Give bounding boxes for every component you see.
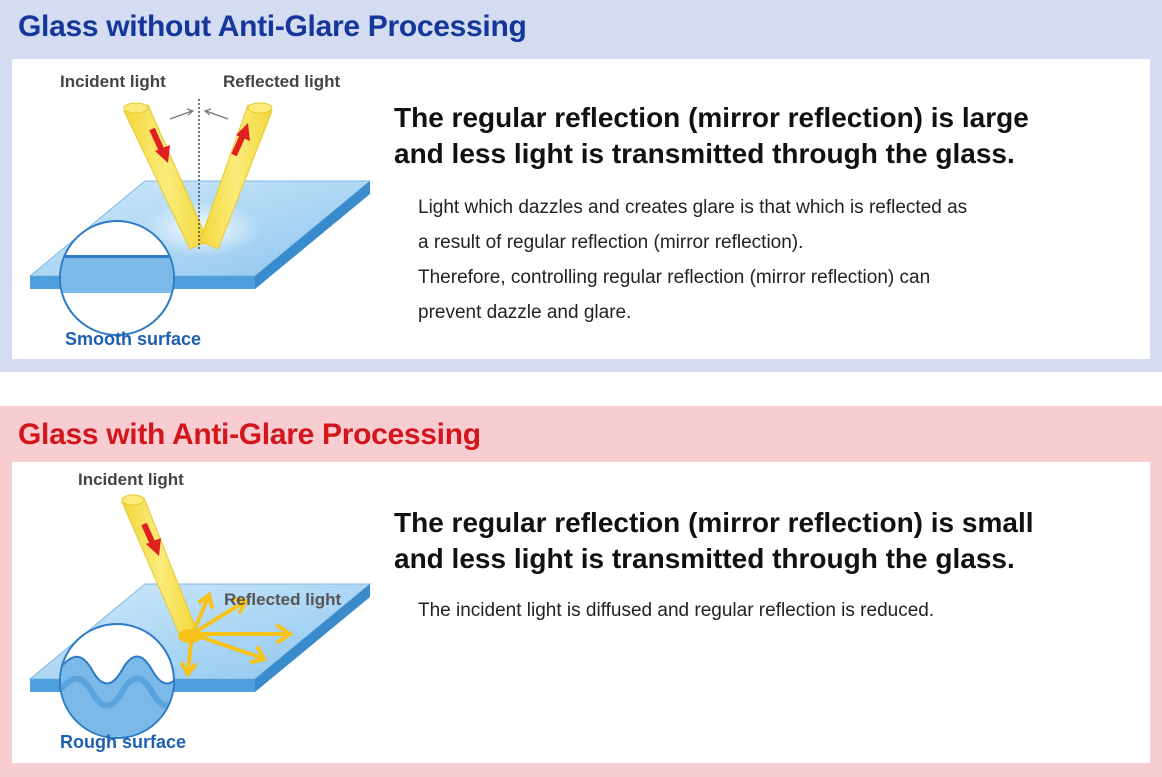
description-line: a result of regular reflection (mirror r… [418, 232, 804, 253]
section-with-anti-glare: Glass with Anti-Glare Processing [0, 406, 1162, 777]
content-panel: Incident light Reflected light Smooth su… [12, 59, 1150, 359]
down-arrow-icon [141, 522, 161, 556]
magnifier-icon [59, 623, 175, 739]
incident-light-label: Incident light [60, 72, 166, 91]
smooth-glass-diagram: Incident light Reflected light Smooth su… [28, 72, 372, 349]
description: The incident light is diffused and regul… [418, 593, 934, 628]
heading-line: and less light is transmitted through th… [394, 138, 1015, 169]
down-arrow-icon [149, 127, 170, 163]
heading-line: The regular reflection (mirror reflectio… [394, 102, 1029, 133]
surface-label: Smooth surface [65, 329, 201, 349]
reflected-light-label: Reflected light [223, 72, 340, 91]
rough-glass-diagram: Incident light Reflected light Rough sur… [28, 470, 372, 752]
description-line: Therefore, controlling regular reflectio… [418, 267, 931, 288]
surface-label: Rough surface [60, 732, 186, 752]
description-line: The incident light is diffused and regul… [418, 600, 935, 621]
main-heading: The regular reflection (mirror reflectio… [394, 505, 1034, 577]
section-title: Glass without Anti-Glare Processing [18, 10, 527, 43]
magnifier-icon [59, 220, 175, 336]
up-arrow-icon [231, 123, 250, 157]
reflected-light-label: Reflected light [224, 590, 341, 609]
description-line: Light which dazzles and creates glare is… [418, 197, 968, 218]
heading-line: and less light is transmitted through th… [394, 543, 1015, 574]
description: Light which dazzles and creates glare is… [418, 190, 967, 330]
main-heading: The regular reflection (mirror reflectio… [394, 100, 1029, 172]
diffuse-arrows-icon [180, 591, 294, 678]
heading-line: The regular reflection (mirror reflectio… [394, 507, 1034, 538]
content-panel: Incident light Reflected light Rough sur… [12, 462, 1150, 763]
description-line: prevent dazzle and glare. [418, 302, 632, 323]
section-without-anti-glare: Glass without Anti-Glare Processing [0, 0, 1162, 372]
section-title: Glass with Anti-Glare Processing [18, 418, 481, 451]
incident-light-label: Incident light [78, 470, 184, 489]
